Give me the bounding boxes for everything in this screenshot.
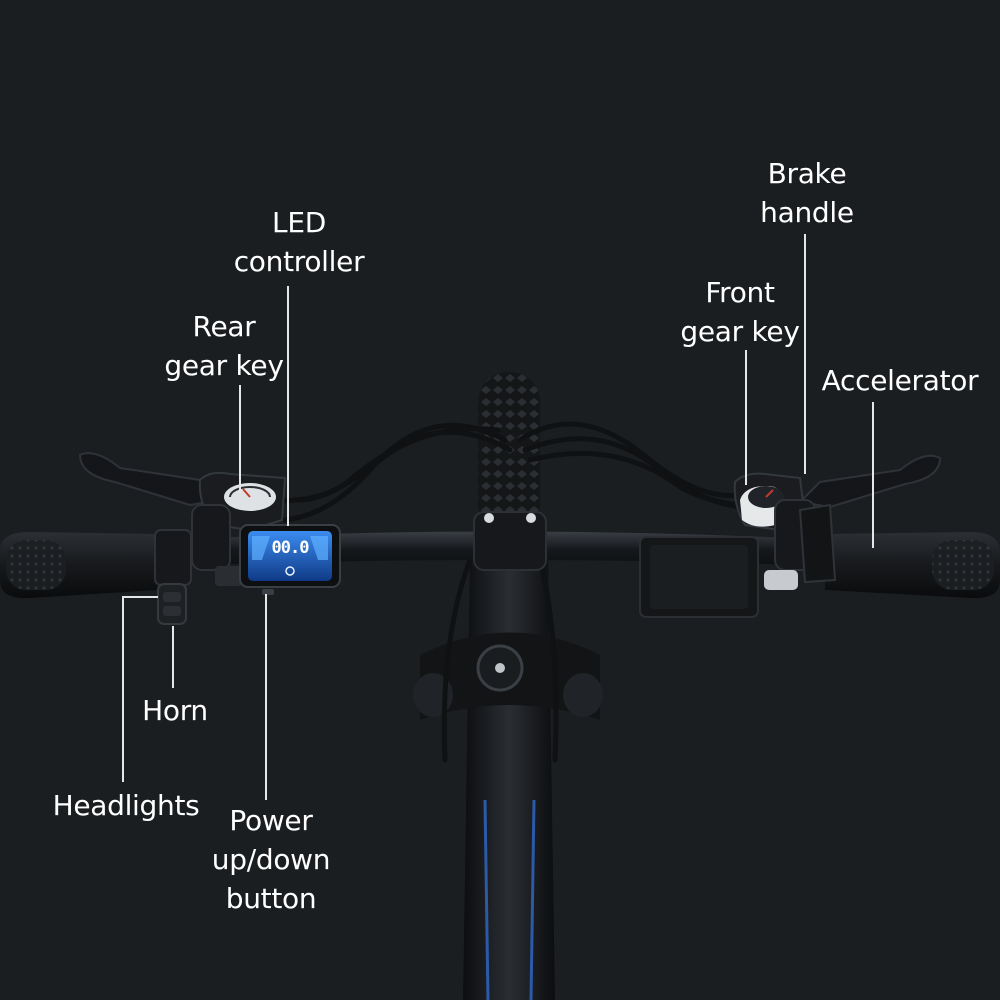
steering-column (463, 555, 555, 1000)
headlight-switch-button[interactable] (163, 606, 181, 616)
leader-brake-handle (804, 234, 806, 474)
led-speed-readout: 00.0 (271, 538, 310, 558)
label-line: Headlights (52, 789, 200, 822)
label-accelerator: Accelerator (812, 361, 988, 400)
label-line: Brake (767, 157, 847, 190)
label-line: Power (229, 804, 313, 837)
label-line: LED (272, 206, 326, 239)
label-power-button: Power up/down button (196, 801, 346, 918)
label-brake-handle: Brake handle (732, 154, 882, 232)
stem-clamp (473, 511, 547, 571)
frame-accent-right (529, 799, 536, 1000)
label-line: gear key (680, 315, 800, 348)
power-updown-button[interactable] (262, 589, 274, 595)
stem-bolt-right (526, 513, 536, 523)
rear-gear-needle (242, 488, 251, 498)
power-icon (285, 566, 295, 576)
label-line: up/down (211, 843, 331, 876)
accelerator-throttle[interactable] (798, 503, 837, 584)
rear-gear-clamp (215, 566, 243, 586)
right-brake-lever[interactable] (797, 454, 942, 509)
horn-headlight-switch[interactable] (157, 583, 187, 625)
cables (257, 421, 783, 763)
label-line: handle (760, 196, 854, 229)
label-line: Accelerator (821, 364, 979, 397)
label-line: controller (233, 245, 365, 278)
label-line: Front (705, 276, 775, 309)
front-gear-clamp (764, 570, 798, 590)
left-brake-lever[interactable] (78, 452, 223, 507)
frame-accent-left (483, 799, 490, 1000)
label-horn: Horn (122, 691, 228, 730)
led-display-screen (248, 531, 332, 581)
stem-bolt-left (484, 513, 494, 523)
label-line: Rear (192, 310, 256, 343)
rear-gear-indicator-scale (229, 486, 271, 498)
switch-pod (154, 529, 192, 586)
led-display-right-bar (310, 536, 328, 560)
label-led-controller: LED controller (214, 203, 384, 281)
right-fork-cap (563, 673, 603, 717)
front-tyre-tread (478, 372, 540, 552)
leader-horn (172, 626, 174, 688)
label-line: Horn (142, 694, 208, 727)
leader-headlights (122, 598, 124, 782)
leader-front-gear-key (745, 350, 747, 485)
leader-led-controller (287, 286, 289, 526)
leader-power-button (265, 594, 267, 800)
leader-headlights-hook (122, 596, 158, 598)
right-grip-texture (932, 540, 994, 590)
headset-bolt (495, 663, 505, 673)
horn-switch-button[interactable] (163, 592, 181, 602)
leader-accelerator (872, 402, 874, 548)
label-line: button (225, 882, 317, 915)
left-grip-texture (6, 540, 66, 590)
label-rear-gear-key: Rear gear key (146, 307, 302, 385)
phone-holder-cradle (650, 545, 748, 609)
led-display-left-bar (252, 536, 270, 560)
label-line: gear key (164, 349, 284, 382)
label-headlights: Headlights (36, 786, 216, 825)
front-gear-needle (765, 489, 774, 498)
rear-gear-thumb-lever[interactable] (191, 504, 231, 571)
label-front-gear-key: Front gear key (660, 273, 820, 351)
leader-rear-gear-key (239, 385, 241, 493)
